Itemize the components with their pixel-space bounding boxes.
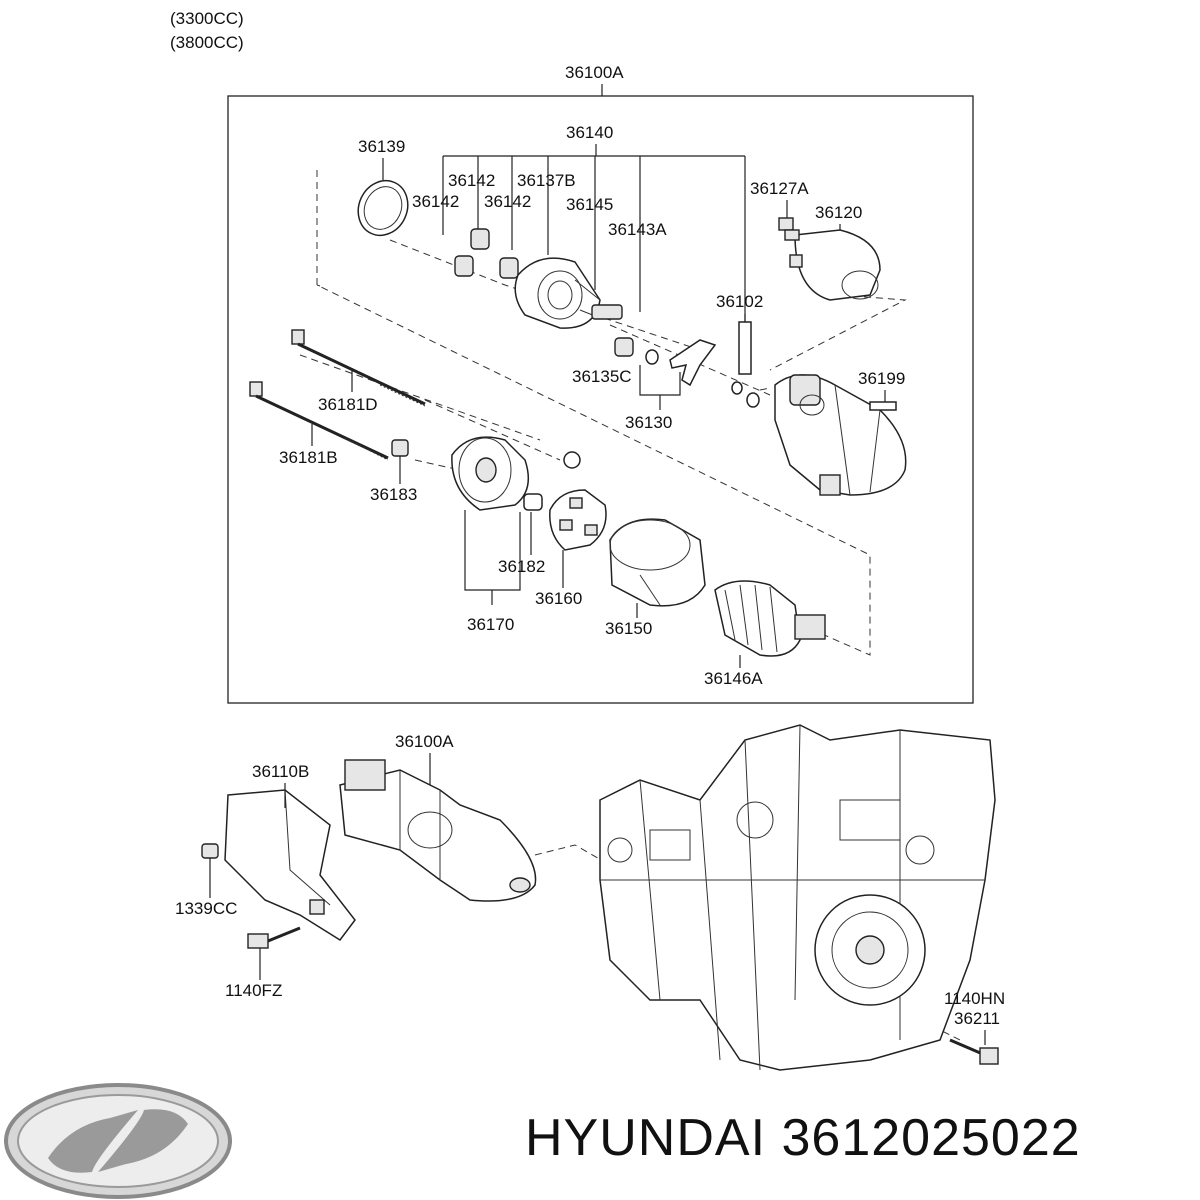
label-36142-b: 36142 bbox=[412, 192, 459, 211]
label-1339cc: 1339CC bbox=[175, 899, 237, 918]
label-36110b: 36110B bbox=[252, 762, 309, 781]
heat-shield-36110b bbox=[224, 789, 356, 942]
bolt-36211 bbox=[949, 1038, 999, 1065]
label-1140fz: 1140FZ bbox=[225, 981, 282, 1000]
label-36146a: 36146A bbox=[704, 669, 763, 688]
bolt-36199 bbox=[869, 401, 897, 411]
label-36137b: 36137B bbox=[517, 171, 576, 190]
label-36170: 36170 bbox=[467, 615, 514, 634]
through-bolt-36181b bbox=[249, 381, 389, 461]
yoke-36150 bbox=[609, 518, 706, 607]
label-36181d: 36181D bbox=[318, 395, 378, 414]
through-bolt-36181d bbox=[291, 329, 426, 407]
label-36150: 36150 bbox=[605, 619, 652, 638]
bolt-1140fz bbox=[247, 933, 269, 949]
label-36142-a: 36142 bbox=[448, 171, 495, 190]
o-ring-36139 bbox=[357, 179, 409, 237]
armature-36146a bbox=[714, 580, 826, 657]
label-36211: 36211 bbox=[954, 1009, 1000, 1028]
drive-housing bbox=[774, 374, 907, 496]
engine-block bbox=[599, 724, 996, 1071]
label-36130: 36130 bbox=[625, 413, 672, 432]
label-36181b: 36181B bbox=[279, 448, 338, 467]
note-3300cc: (3300CC) bbox=[170, 9, 244, 28]
label-36135c: 36135C bbox=[572, 367, 632, 386]
exploded-view-frame bbox=[227, 95, 974, 704]
label-36127a: 36127A bbox=[750, 179, 809, 198]
rear-cover-36170 bbox=[451, 436, 530, 511]
label-36142-c: 36142 bbox=[484, 192, 531, 211]
label-36182: 36182 bbox=[498, 557, 545, 576]
starter-motor-assembled bbox=[339, 759, 537, 902]
label-36140: 36140 bbox=[566, 123, 613, 142]
drive-gear-assembly-36137b bbox=[514, 257, 623, 329]
label-36102: 36102 bbox=[716, 292, 763, 311]
nut-1339cc bbox=[201, 843, 219, 859]
label-36139: 36139 bbox=[358, 137, 405, 156]
nut-36127a bbox=[778, 217, 794, 231]
screw-36183 bbox=[391, 439, 409, 457]
brush-holder-36160 bbox=[549, 451, 607, 551]
label-36100a-bottom: 36100A bbox=[395, 732, 454, 751]
shift-lever-36130 bbox=[614, 337, 717, 387]
solenoid-36120 bbox=[784, 229, 881, 301]
bushing-36182 bbox=[523, 493, 543, 511]
label-36160: 36160 bbox=[535, 589, 582, 608]
hyundai-logo-icon bbox=[4, 1083, 232, 1199]
label-36145: 36145 bbox=[566, 195, 613, 214]
label-36100a-top: 36100A bbox=[565, 63, 624, 82]
label-36183: 36183 bbox=[370, 485, 417, 504]
label-36120: 36120 bbox=[815, 203, 862, 222]
brand-part-number: HYUNDAI 3612025022 bbox=[525, 1109, 1081, 1167]
note-3800cc: (3800CC) bbox=[170, 33, 244, 52]
pin-36102 bbox=[738, 321, 752, 375]
label-1140hn: 1140HN bbox=[944, 989, 1005, 1008]
label-36199: 36199 bbox=[858, 369, 905, 388]
planet-gear-36142 bbox=[454, 228, 519, 279]
label-36143a: 36143A bbox=[608, 220, 667, 239]
